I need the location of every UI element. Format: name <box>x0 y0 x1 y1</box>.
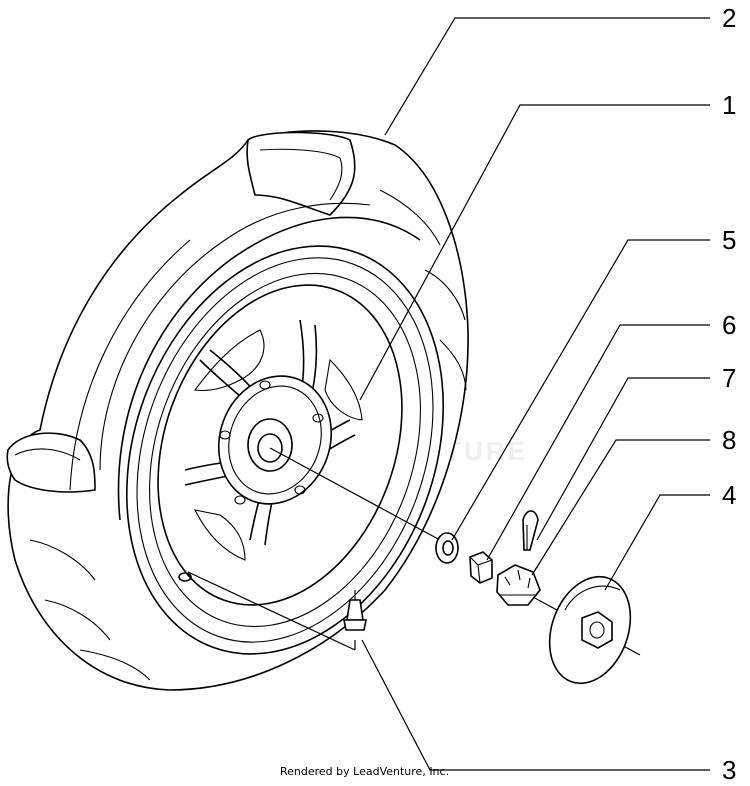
valve-stem <box>343 590 367 631</box>
callout-8: 8 <box>722 425 736 455</box>
callout-1: 1 <box>722 90 736 120</box>
washer <box>435 532 459 564</box>
brake-disc <box>548 575 632 685</box>
callout-4: 4 <box>722 480 736 510</box>
hub <box>217 375 333 505</box>
callout-labels: 2 1 5 6 7 8 4 3 <box>722 3 736 785</box>
hex-nut <box>469 551 493 584</box>
render-credit: Rendered by LeadVenture, Inc. <box>280 765 449 778</box>
callout-7: 7 <box>722 363 736 393</box>
callout-3: 3 <box>722 755 736 785</box>
callout-2: 2 <box>722 3 736 33</box>
castle-nut <box>496 564 541 606</box>
cotter-pin <box>522 510 539 551</box>
leader-lines <box>187 17 710 771</box>
callout-6: 6 <box>722 310 736 340</box>
axle-centerline <box>269 447 441 541</box>
callout-5: 5 <box>722 225 736 255</box>
